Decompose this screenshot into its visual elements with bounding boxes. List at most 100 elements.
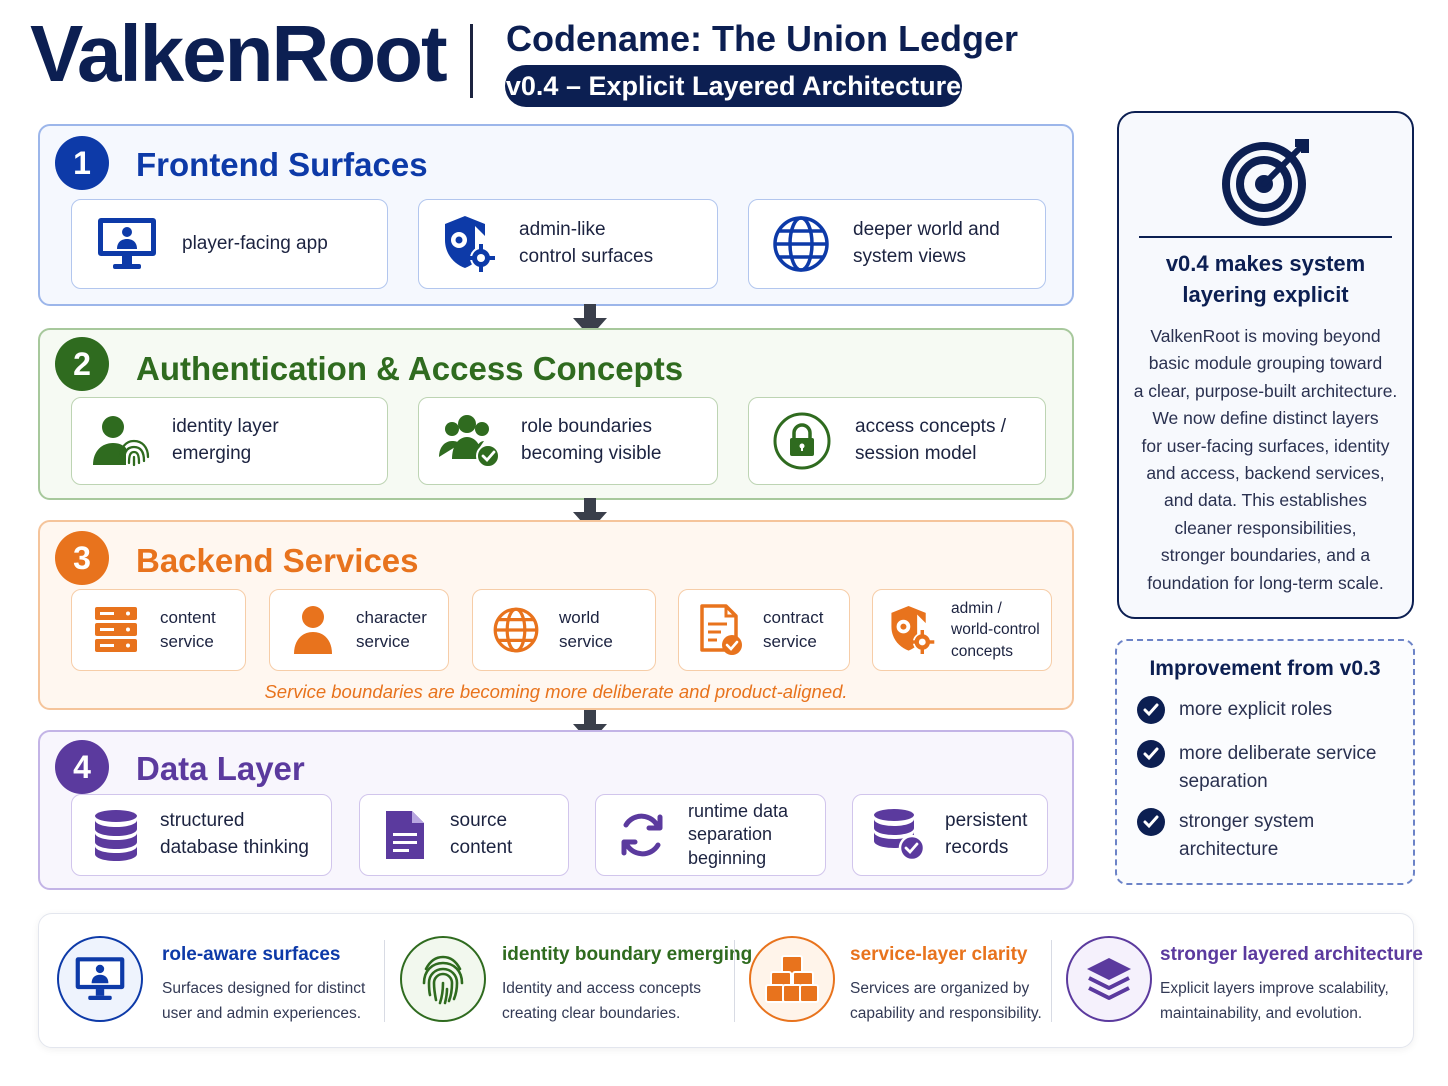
- summary-line: foundation for long-term scale.: [1147, 572, 1384, 593]
- card-line: database thinking: [160, 837, 309, 858]
- card-access-concepts: access concepts / session model: [748, 397, 1046, 485]
- footer-desc: Explicit layers improve scalability, main…: [1160, 976, 1389, 1026]
- card-line: separation: [688, 824, 773, 845]
- card-line: source: [450, 810, 508, 832]
- layers-icon: [1066, 936, 1152, 1022]
- summary-line: cleaner responsibilities,: [1174, 517, 1357, 538]
- layer-number-badge: 3: [55, 531, 109, 585]
- improvement-line: more deliberate service: [1179, 743, 1377, 764]
- footer-title: identity boundary emerging: [502, 944, 753, 965]
- card-line: admin-like: [519, 219, 606, 241]
- summary-divider: [1139, 236, 1392, 238]
- footer-desc-line: Services are organized by: [850, 980, 1030, 997]
- lock-icon: [749, 411, 855, 471]
- summary-line: and access, backend services,: [1146, 463, 1385, 484]
- sync-icon: [596, 810, 688, 860]
- footer-divider: [384, 940, 385, 1022]
- globe-icon: [473, 606, 559, 654]
- check-circle-icon: [1137, 808, 1165, 836]
- footer-desc-line: user and admin experiences.: [162, 1005, 362, 1022]
- footer-title: role-aware surfaces: [162, 944, 341, 965]
- summary-line: and data. This establishes: [1163, 490, 1367, 511]
- database-icon: [72, 809, 160, 861]
- card-line: session model: [855, 443, 977, 464]
- footer-desc-line: Identity and access concepts: [502, 980, 702, 997]
- codename-title: Codename: The Union Ledger: [506, 18, 1019, 59]
- layer-number-badge: 1: [55, 136, 109, 190]
- footer-divider: [1051, 940, 1052, 1022]
- target-icon: [1222, 139, 1309, 226]
- summary-line: ValkenRoot is moving beyond: [1150, 326, 1381, 346]
- card-line: service: [559, 632, 613, 651]
- card-line: service: [356, 632, 410, 651]
- monitor-user-icon: [57, 936, 143, 1022]
- card-line: admin /: [951, 599, 1002, 617]
- summary-line: We now define distinct layers: [1152, 408, 1379, 429]
- summary-heading: v0.4 makes system layering explicit: [1119, 249, 1412, 311]
- layer-number-badge: 2: [55, 337, 109, 391]
- check-circle-icon: [1137, 696, 1165, 724]
- layer-data: 4 Data Layer structured database thinking…: [38, 730, 1074, 890]
- card-line: becoming visible: [521, 443, 662, 464]
- user-fingerprint-icon: [72, 413, 172, 469]
- summary-heading-line: v0.4 makes system: [1165, 251, 1366, 276]
- layer-title: Authentication & Access Concepts: [136, 350, 684, 387]
- layer-frontend-surfaces: 1 Frontend Surfaces player-facing app ad…: [38, 124, 1074, 306]
- improvement-title: Improvement from v0.3: [1149, 657, 1381, 680]
- card-line: service: [160, 632, 214, 651]
- footer-desc: Services are organized by capability and …: [850, 976, 1042, 1026]
- card-line: persistent: [945, 810, 1028, 832]
- card-line: contract: [763, 607, 824, 627]
- card-world-service: world service: [472, 589, 656, 671]
- person-icon: [270, 605, 356, 655]
- version-badge: v0.4 – Explicit Layered Architecture: [505, 65, 962, 107]
- summary-line: for user-facing surfaces, identity: [1141, 435, 1390, 456]
- summary-line: basic module grouping toward: [1148, 353, 1383, 374]
- monitor-user-icon: [72, 216, 182, 272]
- brand-logo: ValkenRoot: [30, 9, 448, 98]
- fingerprint-icon: [400, 936, 486, 1022]
- card-line: content: [160, 607, 216, 627]
- card-character-service: character service: [269, 589, 449, 671]
- shield-gear-icon: [419, 214, 519, 274]
- card-line: access concepts /: [855, 416, 1007, 438]
- card-line: player-facing app: [182, 232, 328, 254]
- arrow-down-icon: [573, 304, 607, 337]
- server-icon: [72, 606, 160, 654]
- footer-desc-line: capability and responsibility.: [850, 1005, 1042, 1022]
- footer-identity-boundary: identity boundary emerging Identity and …: [385, 914, 752, 1047]
- footer-desc-line: Explicit layers improve scalability,: [1160, 980, 1389, 997]
- contract-icon: [679, 604, 763, 656]
- globe-icon: [749, 214, 853, 274]
- layer-number-badge: 4: [55, 740, 109, 794]
- cubes-icon: [749, 936, 835, 1022]
- improvement-panel: Improvement from v0.3 more explicit role…: [1115, 639, 1415, 885]
- card-line: world: [559, 607, 600, 627]
- layer-title: Data Layer: [136, 750, 305, 787]
- improvement-item: more explicit roles: [1137, 696, 1405, 724]
- document-icon: [360, 809, 450, 861]
- summary-heading-line: layering explicit: [1182, 281, 1349, 307]
- footer-divider: [734, 940, 735, 1022]
- footer-desc-line: maintainability, and evolution.: [1160, 1005, 1363, 1022]
- layer-authentication-access: 2 Authentication & Access Concepts ident…: [38, 328, 1074, 500]
- improvement-line: more explicit roles: [1179, 699, 1333, 720]
- card-line: character: [356, 607, 427, 627]
- card-line: structured: [160, 810, 245, 832]
- summary-line: a clear, purpose-built architecture.: [1133, 380, 1398, 401]
- layer-title: Backend Services: [136, 542, 419, 579]
- shield-gear-icon: [873, 604, 951, 656]
- card-line: emerging: [172, 443, 252, 464]
- footer-role-aware-surfaces: role-aware surfaces Surfaces designed fo…: [39, 914, 384, 1047]
